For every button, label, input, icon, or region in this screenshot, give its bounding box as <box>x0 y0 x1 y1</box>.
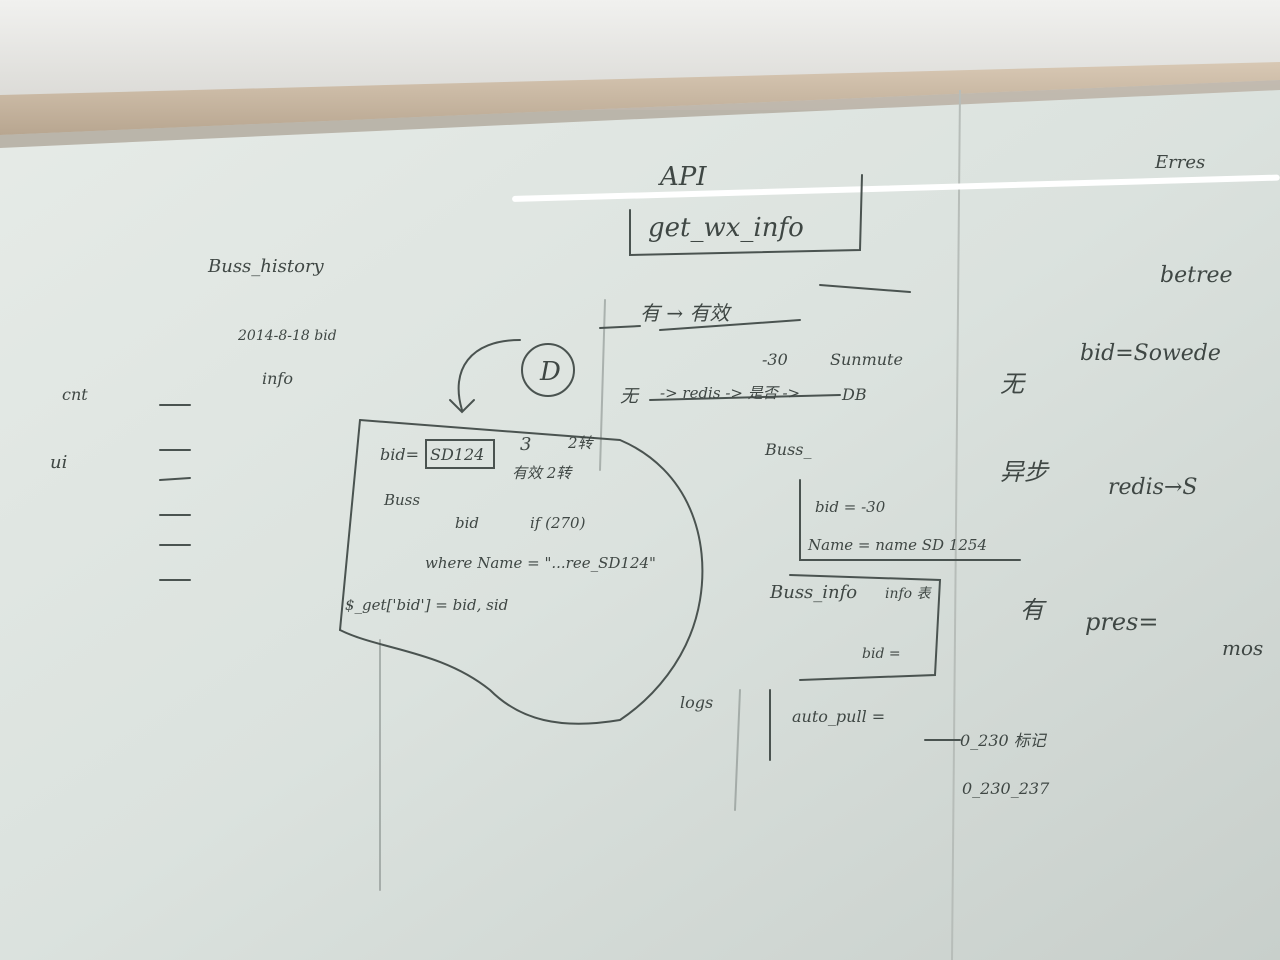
whiteboard-surface <box>0 90 1280 960</box>
right-betree: betree <box>1160 263 1233 288</box>
mid-note: Sunmute <box>830 350 903 369</box>
right-you: 有 <box>1020 596 1047 624</box>
line-bid: bid <box>455 514 479 532</box>
flow-label: 有 → 有效 <box>640 301 732 325</box>
right-pres: pres= <box>1085 608 1158 636</box>
row-text: -> redis -> 是否 -> <box>660 384 800 402</box>
note-right: 2转 <box>567 434 595 452</box>
bid-marker: 3 <box>520 434 531 455</box>
board-top-frame <box>0 62 1280 135</box>
line-if: if (270) <box>530 514 586 532</box>
edge-line2: ui <box>50 452 67 473</box>
info-bid: bid = <box>862 646 901 662</box>
api-subtitle: get_wx_info <box>648 213 804 243</box>
right-bid: bid=Sowede <box>1080 341 1221 366</box>
name-line: Name = name SD 1254 <box>807 536 987 554</box>
right-redis: redis→S <box>1108 475 1197 500</box>
auto-val2: 0_230_237 <box>962 779 1050 798</box>
logs: logs <box>680 693 713 712</box>
bid-value: SD124 <box>430 445 484 464</box>
info-label: Buss_info <box>769 582 857 603</box>
api-title: API <box>658 162 707 192</box>
line-buss: Buss <box>383 491 420 509</box>
right-top: Erres <box>1154 152 1205 173</box>
bid-label: bid= <box>380 445 419 464</box>
left-sub: info <box>262 369 293 388</box>
left-date: 2014-8-18 bid <box>237 328 337 344</box>
auto-val1: 0_230 标记 <box>960 731 1048 750</box>
board-seam <box>951 89 961 960</box>
auto-pull: auto_pull = <box>792 707 885 726</box>
right-mos: mos <box>1222 636 1263 660</box>
circle-label: D <box>539 357 561 387</box>
mid-top: -30 <box>762 350 788 369</box>
right-wu: 无 <box>1000 370 1027 398</box>
light-reflection <box>512 174 1280 202</box>
edge-line1: cnt <box>62 385 88 404</box>
note-right2: 有效 2转 <box>512 464 573 482</box>
left-heading: Buss_history <box>207 256 325 277</box>
info-side: info 表 <box>885 586 933 602</box>
buss-label: Buss_ <box>764 440 811 459</box>
row-label: 无 <box>620 386 640 407</box>
where-line: where Name = "...ree_SD124" <box>425 554 656 572</box>
right-yibu: 异步 <box>1000 458 1050 486</box>
get-line: $_get['bid'] = bid, sid <box>345 596 508 614</box>
db-label: DB <box>841 385 867 404</box>
board-text: API get_wx_info 有 → 有效 -30 Sunmute 无 -> … <box>50 152 1263 798</box>
ink-strokes <box>159 174 1021 891</box>
bid-line: bid = -30 <box>815 498 886 516</box>
